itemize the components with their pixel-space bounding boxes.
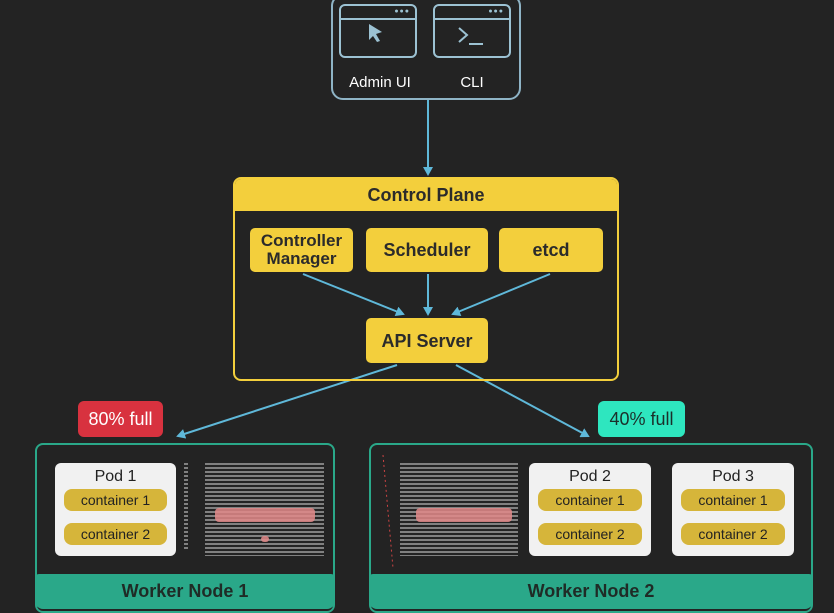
admin-ui-window[interactable]: ●●● — [339, 4, 417, 58]
window-title-bar — [341, 18, 415, 20]
container-pill: container 2 — [538, 523, 642, 545]
window-dots-icon: ●●● — [394, 8, 410, 15]
pod-title: Pod 3 — [712, 468, 754, 485]
cli-label: CLI — [460, 74, 484, 91]
pod-title: Pod 2 — [569, 468, 611, 485]
container-pill: container 2 — [64, 523, 167, 545]
admin-ui-label: Admin UI — [349, 74, 411, 91]
ghost-pod-bar — [416, 508, 512, 522]
cursor-arrow-icon — [369, 24, 382, 42]
arrow-controller-to-api — [302, 273, 405, 317]
control-plane-panel — [233, 177, 619, 381]
pod-title: Pod 1 — [94, 468, 137, 485]
container-pill: container 1 — [64, 489, 167, 511]
pod-3-card: Pod 3 container 1 container 2 — [672, 463, 794, 556]
client-box — [331, 0, 521, 100]
arrow-etcd-to-api — [451, 273, 551, 316]
container-pill: container 1 — [681, 489, 785, 511]
control-plane-title: Control Plane — [235, 179, 617, 211]
api-server-box: API Server — [366, 318, 488, 363]
node1-capacity-badge: 80% full — [78, 401, 163, 437]
container-pill: container 2 — [681, 523, 785, 545]
ghost-pod — [400, 463, 518, 556]
cli-window[interactable]: ●●● — [433, 4, 511, 58]
worker-node-1-label: Worker Node 1 — [35, 574, 335, 609]
controller-manager-box: Controller Manager — [250, 228, 353, 272]
ghost-pod-mark — [261, 536, 269, 542]
etcd-box: etcd — [499, 228, 603, 272]
terminal-prompt-icon — [458, 27, 483, 45]
worker-node-2-label: Worker Node 2 — [369, 574, 813, 609]
window-title-bar — [435, 18, 509, 20]
pod-2-card: Pod 2 container 1 container 2 — [529, 463, 651, 556]
node2-capacity-badge: 40% full — [598, 401, 685, 437]
container-pill: container 1 — [538, 489, 642, 511]
ghost-pod-sliver — [184, 463, 188, 551]
arrow-api-to-node2 — [455, 364, 590, 438]
ghost-pod — [205, 463, 324, 556]
pod-1-card: Pod 1 container 1 container 2 — [55, 463, 176, 556]
arrow-api-to-node1 — [176, 364, 398, 439]
window-dots-icon: ●●● — [488, 8, 504, 15]
ghost-pod-bar — [215, 508, 315, 522]
scheduler-box: Scheduler — [366, 228, 488, 272]
